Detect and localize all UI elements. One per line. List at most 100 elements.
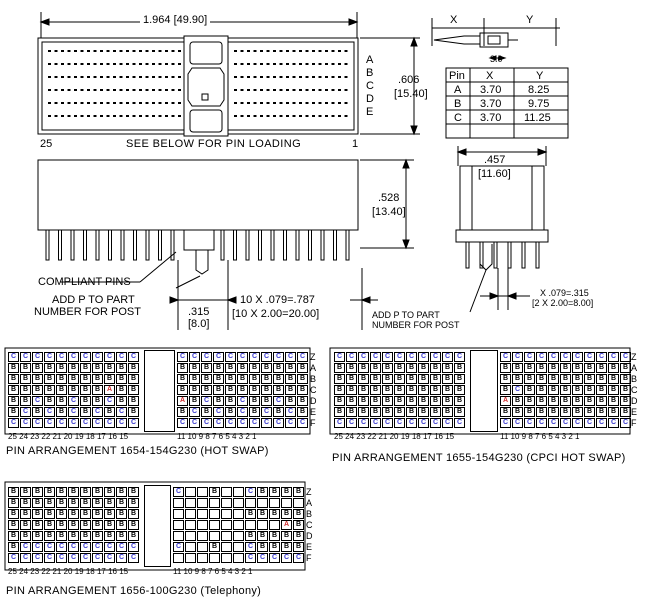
pin-cell: A <box>500 396 511 406</box>
pin-cell <box>269 520 280 530</box>
pin-cell: C <box>116 418 127 428</box>
pitch-label: 3.0 <box>490 54 503 64</box>
contact-hole <box>126 76 129 78</box>
pin-cell <box>269 498 280 508</box>
column-numbers-left: 25 24 23 22 21 20 19 18 17 16 15 <box>8 567 129 576</box>
contact-hole <box>253 63 257 65</box>
pin-cell: C <box>116 407 127 417</box>
pin-cell: B <box>225 374 236 384</box>
pin-cell: B <box>285 385 296 395</box>
contact-hole <box>74 50 77 52</box>
pin-cell: B <box>370 374 381 384</box>
pin-cell: B <box>512 374 523 384</box>
pin-cell: B <box>128 509 139 519</box>
pin-cell: B <box>104 374 115 384</box>
pin-cell: B <box>281 542 292 552</box>
pin-cell: B <box>116 363 127 373</box>
end-pin <box>465 241 470 269</box>
pin-cell: B <box>596 363 607 373</box>
side-pin <box>145 229 150 261</box>
pin-table-cell: 3.70 <box>480 112 502 124</box>
pin-cell: C <box>80 352 91 362</box>
contact-hole <box>240 50 244 52</box>
contact-hole <box>100 63 103 65</box>
pin-cell: A <box>177 396 188 406</box>
pin-table-cell: 3.70 <box>480 98 502 110</box>
pin-cell: C <box>536 352 547 362</box>
arrangement-caption: PIN ARRANGEMENT 1655-154G230 (CPCI HOT S… <box>332 452 626 464</box>
pin-cell: C <box>442 352 453 362</box>
pin-cell: C <box>560 352 571 362</box>
pin-cell: B <box>382 374 393 384</box>
contact-hole <box>338 102 341 104</box>
pin-cell: C <box>8 418 19 428</box>
pin-cell: C <box>245 553 256 563</box>
pin-cell: B <box>358 363 369 373</box>
pin-cell: C <box>201 418 212 428</box>
pin-cell <box>233 542 244 552</box>
pin-table-cell: 9.75 <box>528 98 550 110</box>
pin-cell: C <box>116 352 127 362</box>
pin-cell: B <box>68 531 79 541</box>
pin-cell: B <box>116 531 127 541</box>
contact-hole <box>93 50 97 52</box>
pin-cell: B <box>8 385 19 395</box>
contact-hole <box>325 63 328 65</box>
contact-hole <box>93 76 97 78</box>
pin-cell: B <box>500 385 511 395</box>
contact-hole <box>338 63 341 65</box>
pin-cell: C <box>512 418 523 428</box>
contact-hole <box>119 76 123 78</box>
pin-cell <box>233 487 244 497</box>
contact-hole <box>299 102 302 104</box>
pin-cell: C <box>32 418 43 428</box>
pin-table-cell: 11.25 <box>524 112 551 124</box>
pin-cell: B <box>608 385 619 395</box>
pin-cell: B <box>116 396 127 406</box>
top-row-letter-e: E <box>366 106 374 118</box>
pin-cell: B <box>20 531 31 541</box>
pin-number-25: 25 <box>40 138 53 150</box>
pin-cell: C <box>346 418 357 428</box>
pin-cell: C <box>213 407 224 417</box>
pin-cell: C <box>334 352 345 362</box>
pin-cell: B <box>209 542 220 552</box>
contact-hole <box>253 76 257 78</box>
contact-hole <box>93 89 97 91</box>
pin-cell <box>233 520 244 530</box>
pin-cell: B <box>92 487 103 497</box>
contact-hole <box>54 115 58 117</box>
contact-hole <box>106 50 110 52</box>
pin-cell: B <box>177 374 188 384</box>
contact-hole <box>171 63 175 65</box>
pin-cell: C <box>128 542 139 552</box>
contact-hole <box>247 50 250 52</box>
end-pin <box>521 241 526 269</box>
pin-table-cell: 8.25 <box>528 84 550 96</box>
pin-cell: B <box>560 363 571 373</box>
contact-hole <box>286 89 289 91</box>
pin-cell: B <box>454 363 465 373</box>
pin-cell: B <box>56 374 67 384</box>
pin-cell: B <box>44 385 55 395</box>
contact-hole <box>253 89 257 91</box>
see-below-note: SEE BELOW FOR PIN LOADING <box>126 138 302 150</box>
pin-cell <box>173 553 184 563</box>
pin-cell: C <box>406 418 417 428</box>
contact-hole <box>299 63 302 65</box>
keying-block <box>144 485 171 567</box>
contact-hole <box>152 115 155 117</box>
pin-cell: B <box>370 396 381 406</box>
pin-cell: B <box>269 509 280 519</box>
contact-hole <box>331 89 335 91</box>
pin-cell: B <box>297 407 308 417</box>
pin-cell: B <box>56 363 67 373</box>
pin-cell: B <box>572 363 583 373</box>
overall-width-dimension: 1.964 [49.90] <box>140 14 211 26</box>
pin-cell: B <box>56 531 67 541</box>
end-pitch-mm: [2 X 2.00=8.00] <box>532 298 594 308</box>
contact-hole <box>119 89 123 91</box>
pin-cell: C <box>536 418 547 428</box>
pin-cell: B <box>32 498 43 508</box>
